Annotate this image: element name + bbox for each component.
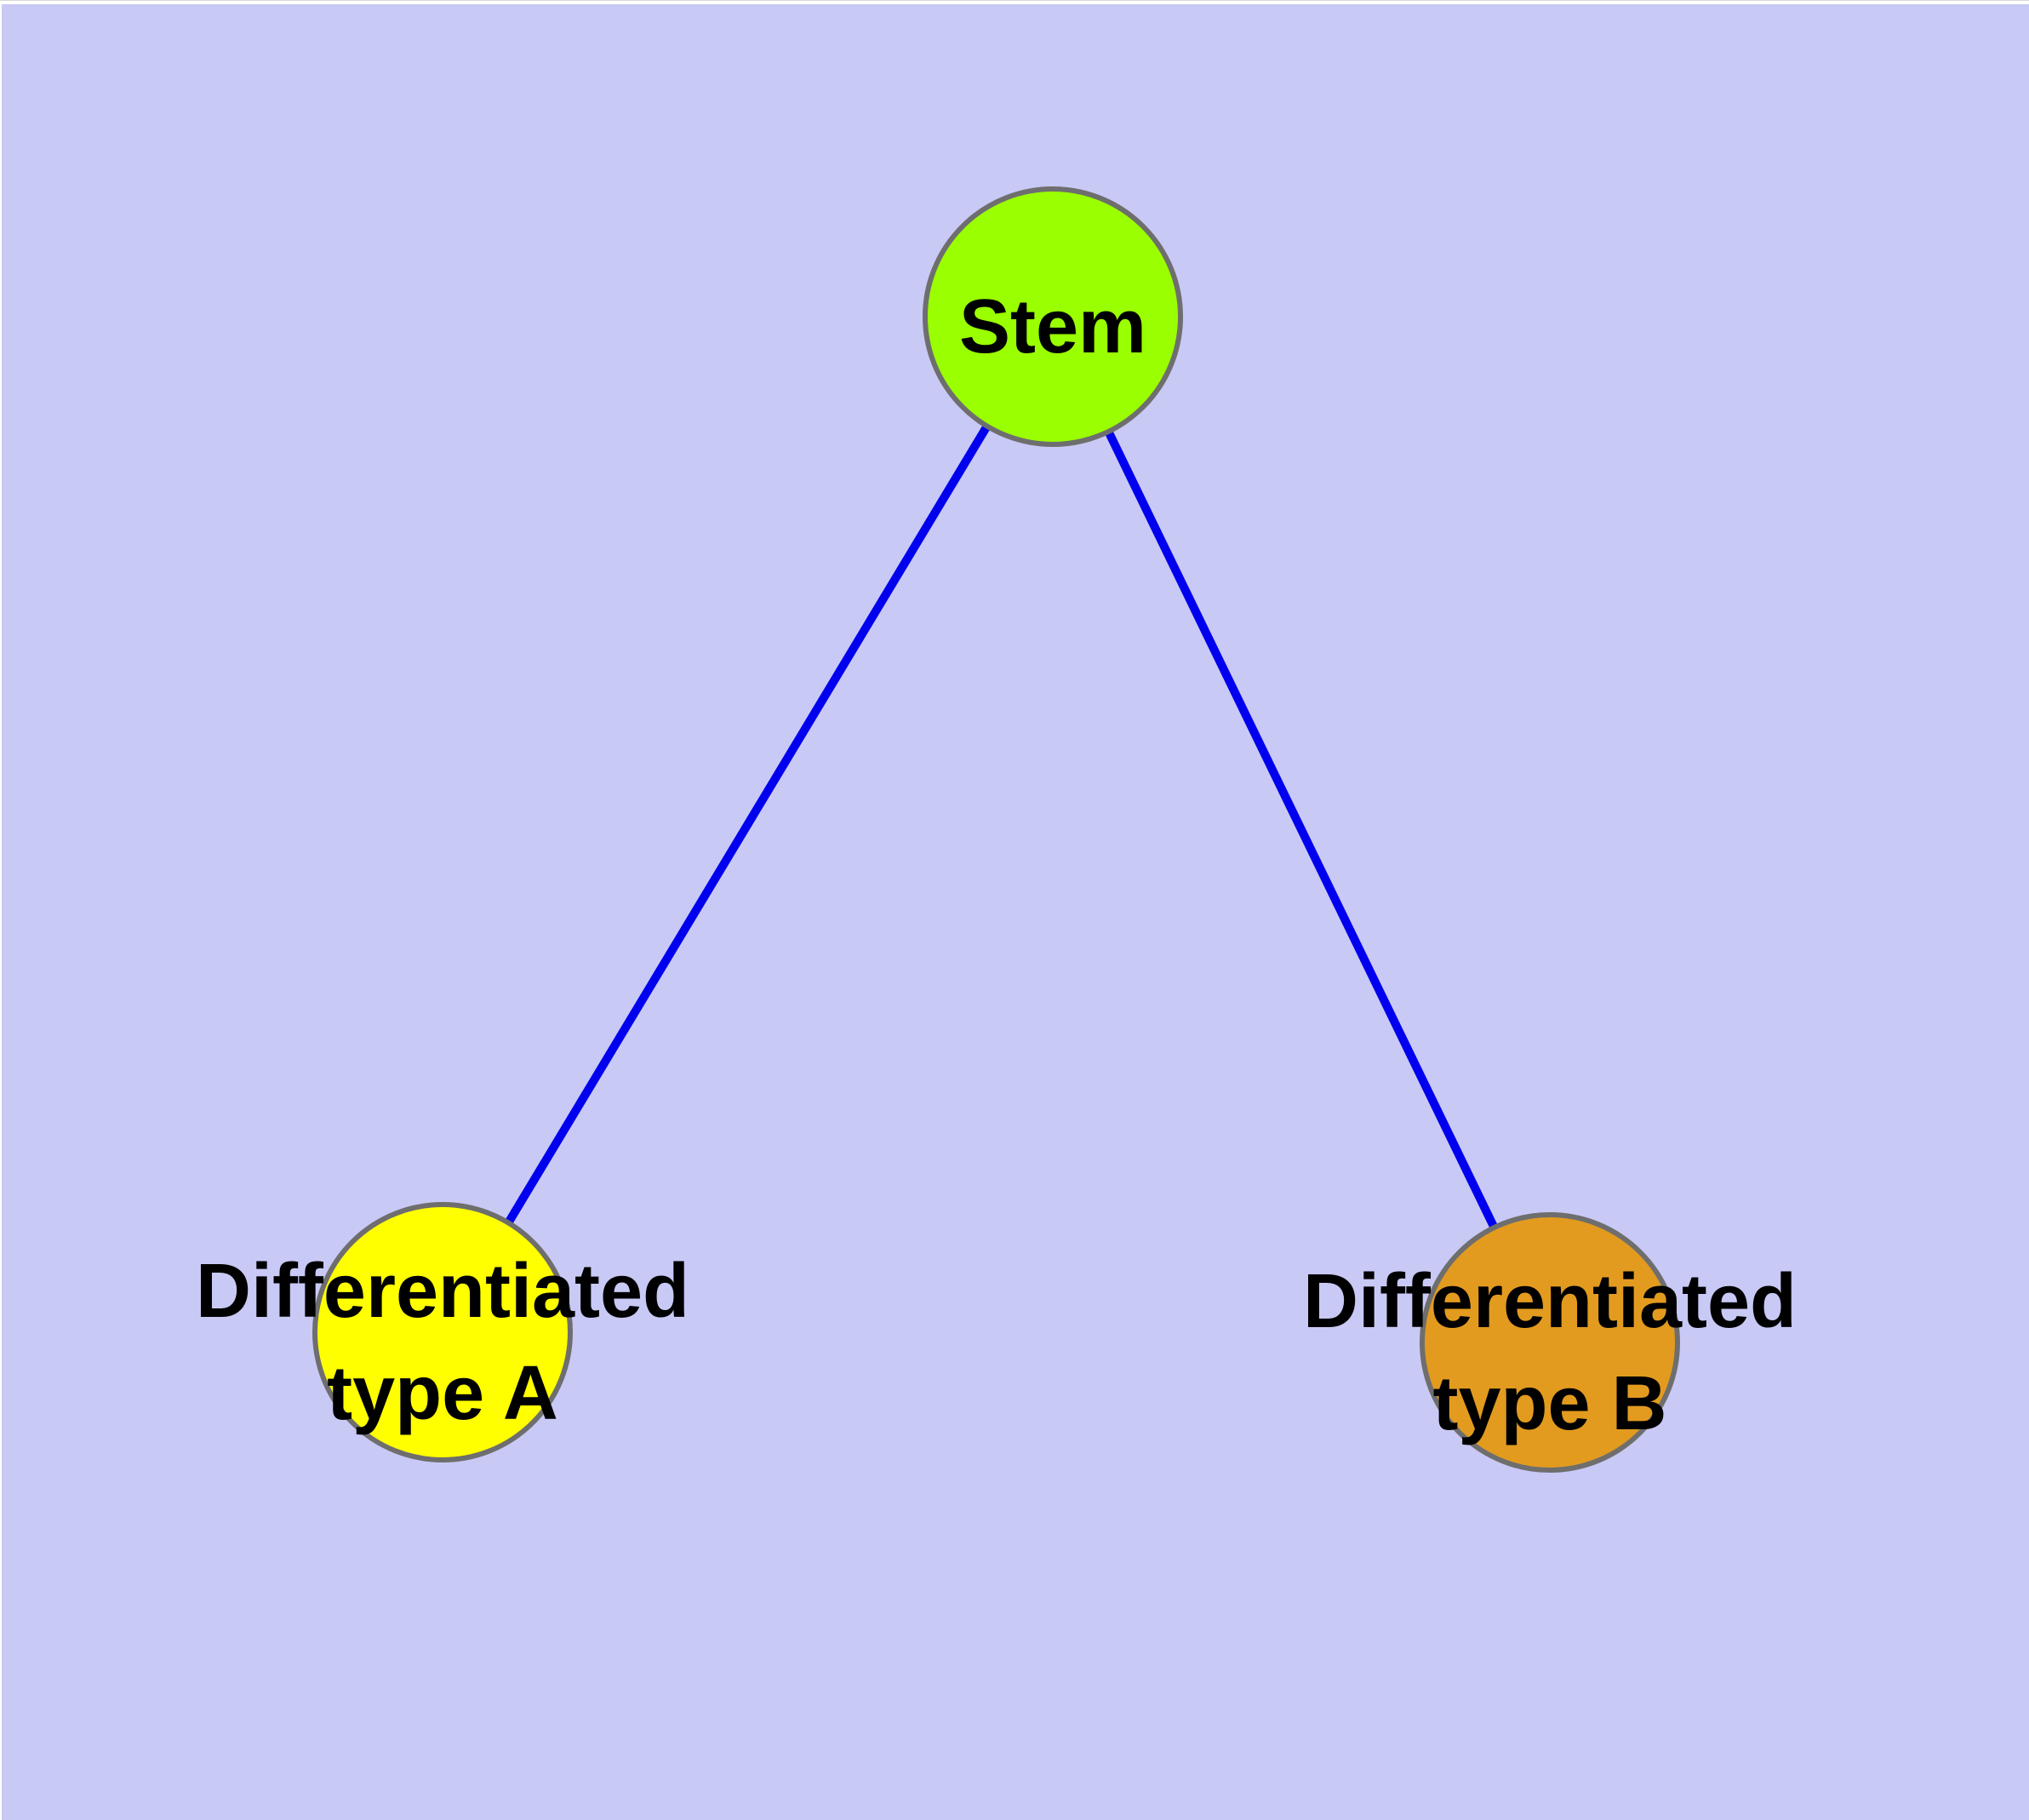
node-differentiated-type-b-label: Differentiated type B [1303, 1259, 1797, 1446]
node-differentiated-type-b-circle [1420, 1212, 1680, 1473]
node-differentiated-type-a-label: Differentiated type A [196, 1249, 689, 1436]
node-stem-label-line-1: Stem [959, 284, 1146, 369]
edge-stem-to-differentiated-type-a [438, 314, 1057, 1335]
node-stem-label: Stem [959, 284, 1146, 369]
top-hairline [0, 0, 2029, 1]
node-differentiated-type-b-label-line-2: type B [1432, 1361, 1666, 1446]
node-differentiated-type-a-circle [312, 1202, 573, 1462]
node-stem-circle [923, 186, 1183, 447]
node-differentiated-type-a-label-line-1: Differentiated [196, 1249, 689, 1334]
edge-stem-to-differentiated-type-b [1049, 314, 1554, 1345]
node-differentiated-type-a-label-line-2: type A [327, 1351, 558, 1436]
node-differentiated-type-b-label-line-1: Differentiated [1303, 1259, 1797, 1344]
